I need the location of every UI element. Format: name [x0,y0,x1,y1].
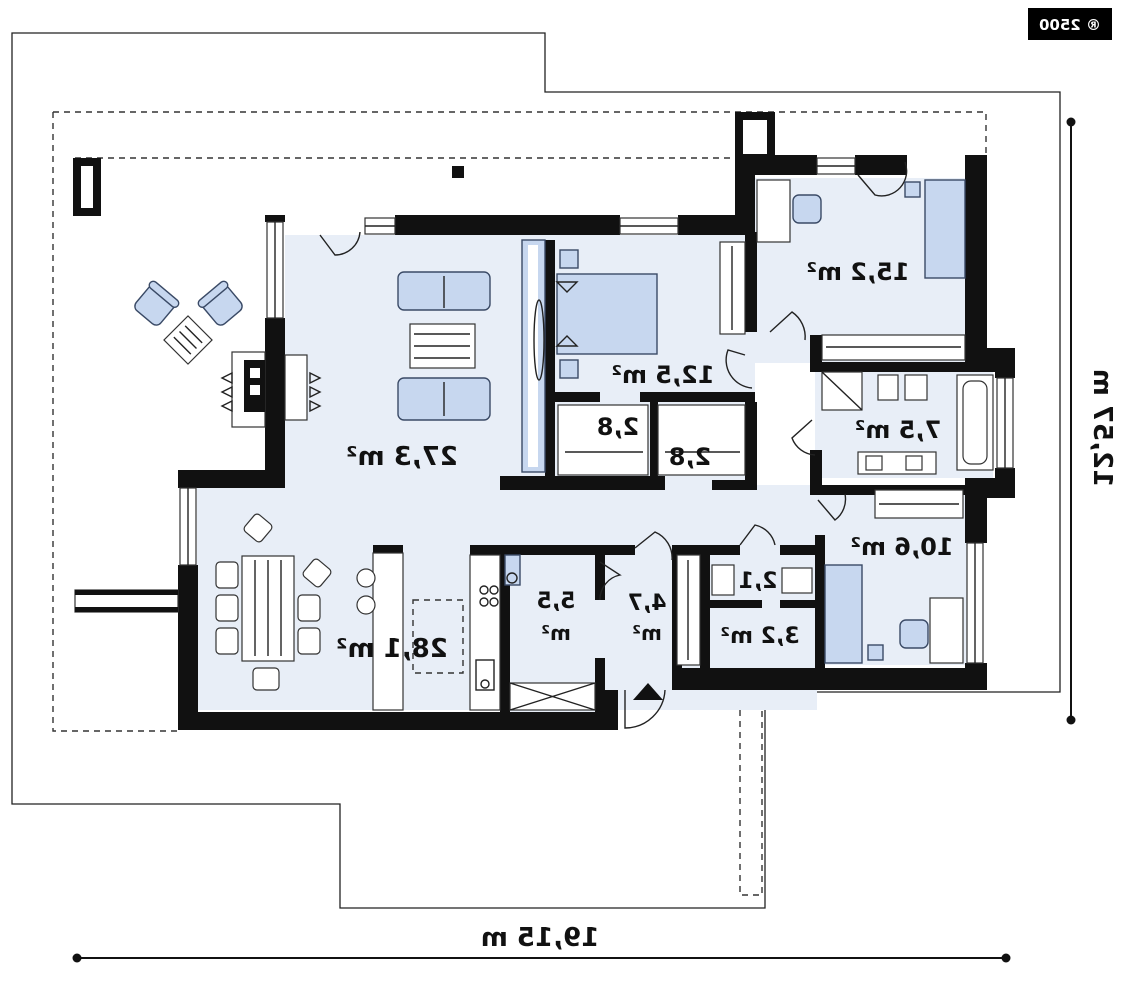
bedroom-center-furniture [555,241,746,476]
bedroom-top-right-area-label: 15,2 m² [806,258,909,286]
bedroom-bottom-right-furniture [711,489,964,664]
laundry-area-label: 3,2 m² [720,624,799,649]
width-dimension-label: 19,15 m [481,923,599,953]
room-labels: 27,3 m² 28,1 m² 12,5 m² 15,2 m² 7,5 m² 1… [336,258,953,664]
copyright-badge: ® 2500 [1028,8,1112,40]
windows [74,157,1014,664]
terrace-outline [53,111,987,160]
bathroom-fixtures [821,371,994,475]
doors [319,161,908,729]
living-area-label: 27,3 m² [346,442,458,472]
carport-outline [739,688,763,896]
bedroom-top-right-furniture [756,179,966,361]
walls [178,112,1015,730]
bedroom-bottom-right-area-label: 10,6 m² [850,533,953,561]
dining-area-label: 28,1 m² [336,634,448,664]
dimension-lines [72,117,1076,963]
hall-area-unit: m² [632,621,662,645]
pantry-fittings [509,554,701,711]
bedroom-center-area-label: 12,5 m² [611,361,714,389]
pantry-area-label: 5,5 [537,589,576,614]
entrance-triangle-icon [633,683,663,700]
bathroom-area-label: 7,5 m² [855,416,941,444]
terrace-outline-left [52,112,178,732]
hall-area-label: 4,7 [628,591,667,616]
closet-1-area-label: 2,8 [597,413,640,441]
outdoor-furniture [134,280,322,428]
badge-text: ® 2500 [1039,16,1101,34]
pantry-area-unit: m² [541,621,571,645]
closet-2-area-label: 2,8 [669,443,712,471]
wc-area-label: 2,1 [739,569,778,594]
height-dimension-label: 12,57 m [1087,369,1117,487]
dining-furniture [215,513,521,711]
living-furniture [397,239,546,473]
roof-marker [452,166,464,178]
